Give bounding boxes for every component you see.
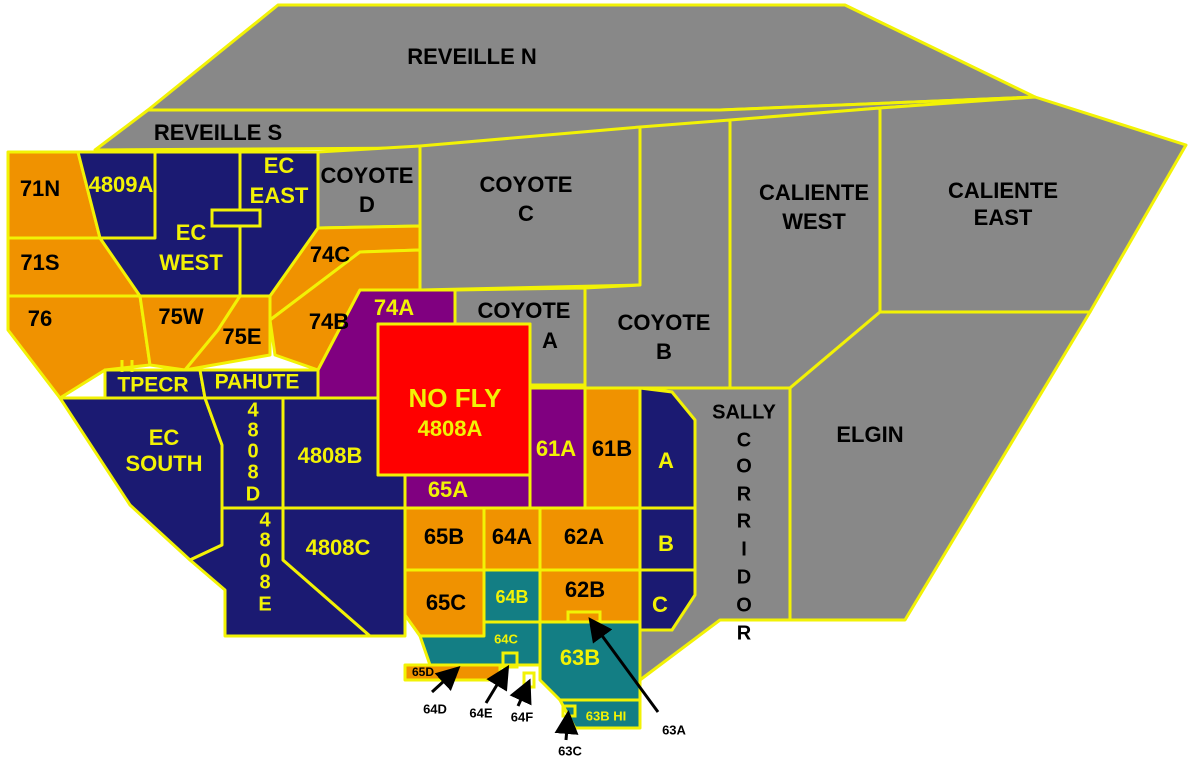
label-pahute: PAHUTE	[215, 371, 300, 394]
label-a: A	[658, 448, 674, 473]
box-ec-small	[210, 208, 262, 228]
label-65a: 65A	[428, 477, 468, 502]
arrow-63a	[588, 617, 660, 713]
label-61a: 61A	[536, 436, 576, 461]
arrow-64e	[484, 664, 510, 704]
label-71n: 71N	[20, 176, 60, 201]
annotation-64e: 64E	[469, 705, 492, 720]
label-64a: 64A	[492, 524, 532, 549]
box-63a	[566, 610, 602, 624]
label-caliente-east-2: EAST	[974, 205, 1033, 230]
label-ec-west-1: EC	[176, 220, 207, 245]
label-ec-south-1: EC	[149, 425, 180, 450]
region-no-fly-4808a[interactable]	[376, 322, 532, 477]
annotation-64d: 64D	[423, 701, 447, 716]
label-corridor-r3: R	[737, 622, 752, 644]
label-76: 76	[28, 306, 52, 331]
label-corridor-r2: R	[737, 510, 752, 532]
label-corridor-d: D	[737, 566, 751, 588]
label-ec-east-2: EAST	[250, 183, 309, 208]
label-65c: 65C	[426, 590, 466, 615]
label-4808c: 4808C	[306, 535, 371, 560]
label-65b: 65B	[424, 524, 464, 549]
label-4808e-2: 8	[259, 529, 270, 551]
label-75w: 75W	[158, 304, 203, 329]
label-64c: 64C	[494, 631, 518, 646]
label-4808e-1: 4	[259, 509, 271, 531]
label-4808d-4: 8	[247, 461, 258, 483]
label-corridor-i: I	[741, 538, 747, 560]
label-caliente-west-1: CALIENTE	[759, 180, 869, 205]
label-c: C	[652, 592, 668, 617]
arrow-64d	[430, 665, 461, 694]
arrow-63c	[554, 710, 579, 741]
label-4808e-5: E	[258, 593, 271, 615]
label-corridor-o2: O	[736, 594, 752, 616]
label-4808d-3: 0	[247, 440, 258, 462]
label-74a: 74A	[374, 295, 414, 320]
label-ec-east-1: EC	[264, 153, 295, 178]
region-c[interactable]	[638, 568, 697, 632]
region-elgin[interactable]	[788, 310, 1092, 622]
label-sally: SALLY	[712, 401, 776, 423]
label-75e: 75E	[222, 324, 261, 349]
label-coyote-c-1: COYOTE	[480, 172, 573, 197]
arrow-64f	[509, 678, 532, 707]
label-no-fly: NO FLY	[409, 383, 502, 413]
box-64e	[501, 651, 519, 669]
label-coyote-d-2: D	[359, 192, 375, 217]
annotation-63c: 63C	[558, 743, 582, 758]
label-ec-west-2: WEST	[159, 250, 223, 275]
label-coyote-b-2: B	[656, 339, 672, 364]
label-coyote-b-1: COYOTE	[618, 310, 711, 335]
label-caliente-west-2: WEST	[782, 209, 846, 234]
region-caliente-east[interactable]	[878, 95, 1188, 314]
label-tpecr: TPECR	[117, 374, 188, 397]
annotation-63a: 63A	[662, 722, 686, 737]
label-74c: 74C	[310, 242, 350, 267]
label-63b-hi: 63B HI	[586, 708, 626, 723]
label-62b: 62B	[565, 577, 605, 602]
label-reveille-n: REVEILLE N	[407, 44, 537, 69]
label-coyote-c-2: C	[518, 201, 534, 226]
label-coyote-a-1: COYOTE	[478, 298, 571, 323]
label-b: B	[658, 531, 674, 556]
region-reveille-n[interactable]	[146, 3, 1037, 112]
label-4808d-5: D	[246, 483, 260, 505]
label-4809a: 4809A	[89, 172, 154, 197]
label-4808b: 4808B	[298, 443, 363, 468]
label-coyote-d-1: COYOTE	[321, 163, 414, 188]
label-reveille-s: REVEILLE S	[154, 120, 282, 145]
region-4808c[interactable]	[281, 506, 407, 638]
region-a[interactable]	[638, 386, 697, 510]
label-63b: 63B	[560, 645, 600, 670]
label-74b: 74B	[309, 309, 349, 334]
label-65d: 65D	[412, 665, 434, 679]
label-corridor-o1: O	[736, 455, 752, 477]
label-64b: 64B	[495, 587, 528, 607]
label-4808d-2: 8	[247, 419, 258, 441]
annotation-64f: 64F	[511, 709, 533, 724]
region-ec-south[interactable]	[58, 396, 224, 562]
label-caliente-east-1: CALIENTE	[948, 178, 1058, 203]
label-ec-south-2: SOUTH	[126, 451, 203, 476]
label-4808e-3: 0	[259, 550, 270, 572]
label-corridor-c: C	[737, 429, 751, 451]
label-coyote-a-2: A	[542, 328, 558, 353]
label-4808a: 4808A	[418, 416, 483, 441]
region-ec-east[interactable]	[238, 150, 320, 298]
label-4808d-1: 4	[247, 399, 259, 421]
label-62a: 62A	[564, 524, 604, 549]
label-corridor-r1: R	[737, 483, 752, 505]
label-4808e-4: 8	[259, 571, 270, 593]
label-elgin: ELGIN	[836, 422, 903, 447]
label-71s: 71S	[20, 250, 59, 275]
label-61b: 61B	[592, 436, 632, 461]
